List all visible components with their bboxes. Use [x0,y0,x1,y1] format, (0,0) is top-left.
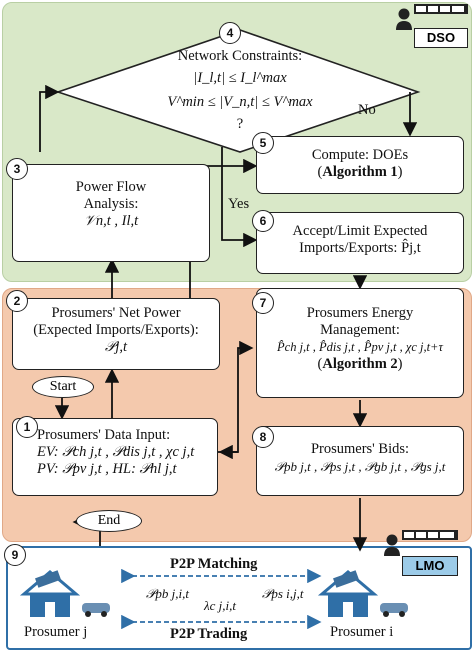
lmo-operator-icon [384,530,458,556]
decision-question: ? [236,116,244,132]
prosumer-j-label: Prosumer j [24,624,88,640]
step-number-6: 6 [252,210,274,232]
start-oval: Start [32,376,94,398]
power-flow-vars: 𝒱n,t , Il,t [83,213,139,229]
decision-diamond [55,29,421,153]
dso-operator-icon [396,4,468,30]
arrow-1-7 [218,340,254,453]
data-input-line1: Prosumers' Data Input: [37,427,171,443]
end-oval: End [76,510,142,532]
prosumer-i-label: Prosumer i [330,624,394,640]
p2p-trading-label: P2P Trading [170,626,248,642]
energy-mgmt-vars: P̂ch j,t , P̂dis j,t , P̂pv j,t , χc j,t… [277,340,443,354]
energy-management-box: Prosumers Energy Management: P̂ch j,t , … [256,288,464,398]
bids-box: Prosumers' Bids: 𝒫pb j,t , 𝒫ps j,t , 𝒫gb… [256,426,464,496]
power-flow-line1: Power Flow [75,179,147,195]
lmo-tag: LMO [402,556,458,576]
step-number-7: 7 [252,292,274,314]
decision-line2: V^min ≤ |V_n,t| ≤ V^max [167,94,313,110]
house-icon-prosumer-j [19,570,81,617]
step-number-8: 8 [252,426,274,448]
net-power-var: 𝒫j,t [104,339,128,355]
dso-tag: DSO [414,28,468,48]
compute-algorithm: Algorithm 1 [322,164,398,180]
step-number-4: 4 [219,22,241,44]
p2p-lambda-var: λc j,i,t [204,598,236,613]
bids-vars: 𝒫pb j,t , 𝒫ps j,t , 𝒫gb j,t , 𝒫gs j,t [274,459,446,474]
arrow-3-to-4 [39,84,60,152]
p2p-region [6,546,472,650]
accept-limit-box: Accept/Limit Expected Imports/Exports: P… [256,212,464,274]
step-number-1: 1 [16,416,38,438]
decision-title: Network Constraints: [177,48,303,64]
net-power-box: Prosumers' Net Power (Expected Imports/E… [12,298,220,370]
compute-line1: Compute: DOEs [311,147,409,163]
bids-line1: Prosumers' Bids: [310,441,410,457]
car-icon-prosumer-j [82,603,110,617]
accept-line2: Imports/Exports: P̂j,t [299,240,421,256]
yes-label: Yes [228,196,250,212]
power-flow-box: Power Flow Analysis: 𝒱n,t , Il,t [12,164,210,262]
data-input-pv: PV: 𝒫pv j,t , HL: 𝒫hl j,t [37,461,177,477]
energy-mgmt-algorithm: Algorithm 2 [322,356,398,372]
net-power-line2: (Expected Imports/Exports): [33,322,199,338]
step-number-5: 5 [252,132,274,154]
step-number-3: 3 [6,158,28,180]
data-input-ev: EV: 𝒫ch j,t , 𝒫dis j,t , χc j,t [37,444,195,460]
step-number-2: 2 [6,290,28,312]
decision-line1: |I_l,t| ≤ I_l^max [193,70,287,86]
accept-line1: Accept/Limit Expected [292,223,428,239]
energy-mgmt-line2: Management: [320,322,400,338]
compute-doe-box: Compute: DOEs (Algorithm 1) [256,136,464,194]
power-flow-line2: Analysis: [83,196,139,212]
no-label: No [358,102,376,118]
step-number-9: 9 [4,544,26,566]
arrow-yes [221,147,258,248]
house-icon-prosumer-i [317,570,379,617]
p2p-matching-label: P2P Matching [170,556,258,572]
p2p-ps-var: 𝒫ps i,j,t [262,586,304,601]
energy-mgmt-line1: Prosumers Energy [306,305,414,321]
p2p-pb-var: 𝒫pb j,i,t [146,586,189,601]
car-icon-prosumer-i [380,603,408,617]
data-input-box: Prosumers' Data Input: EV: 𝒫ch j,t , 𝒫di… [12,418,218,496]
net-power-line1: Prosumers' Net Power [51,305,181,321]
